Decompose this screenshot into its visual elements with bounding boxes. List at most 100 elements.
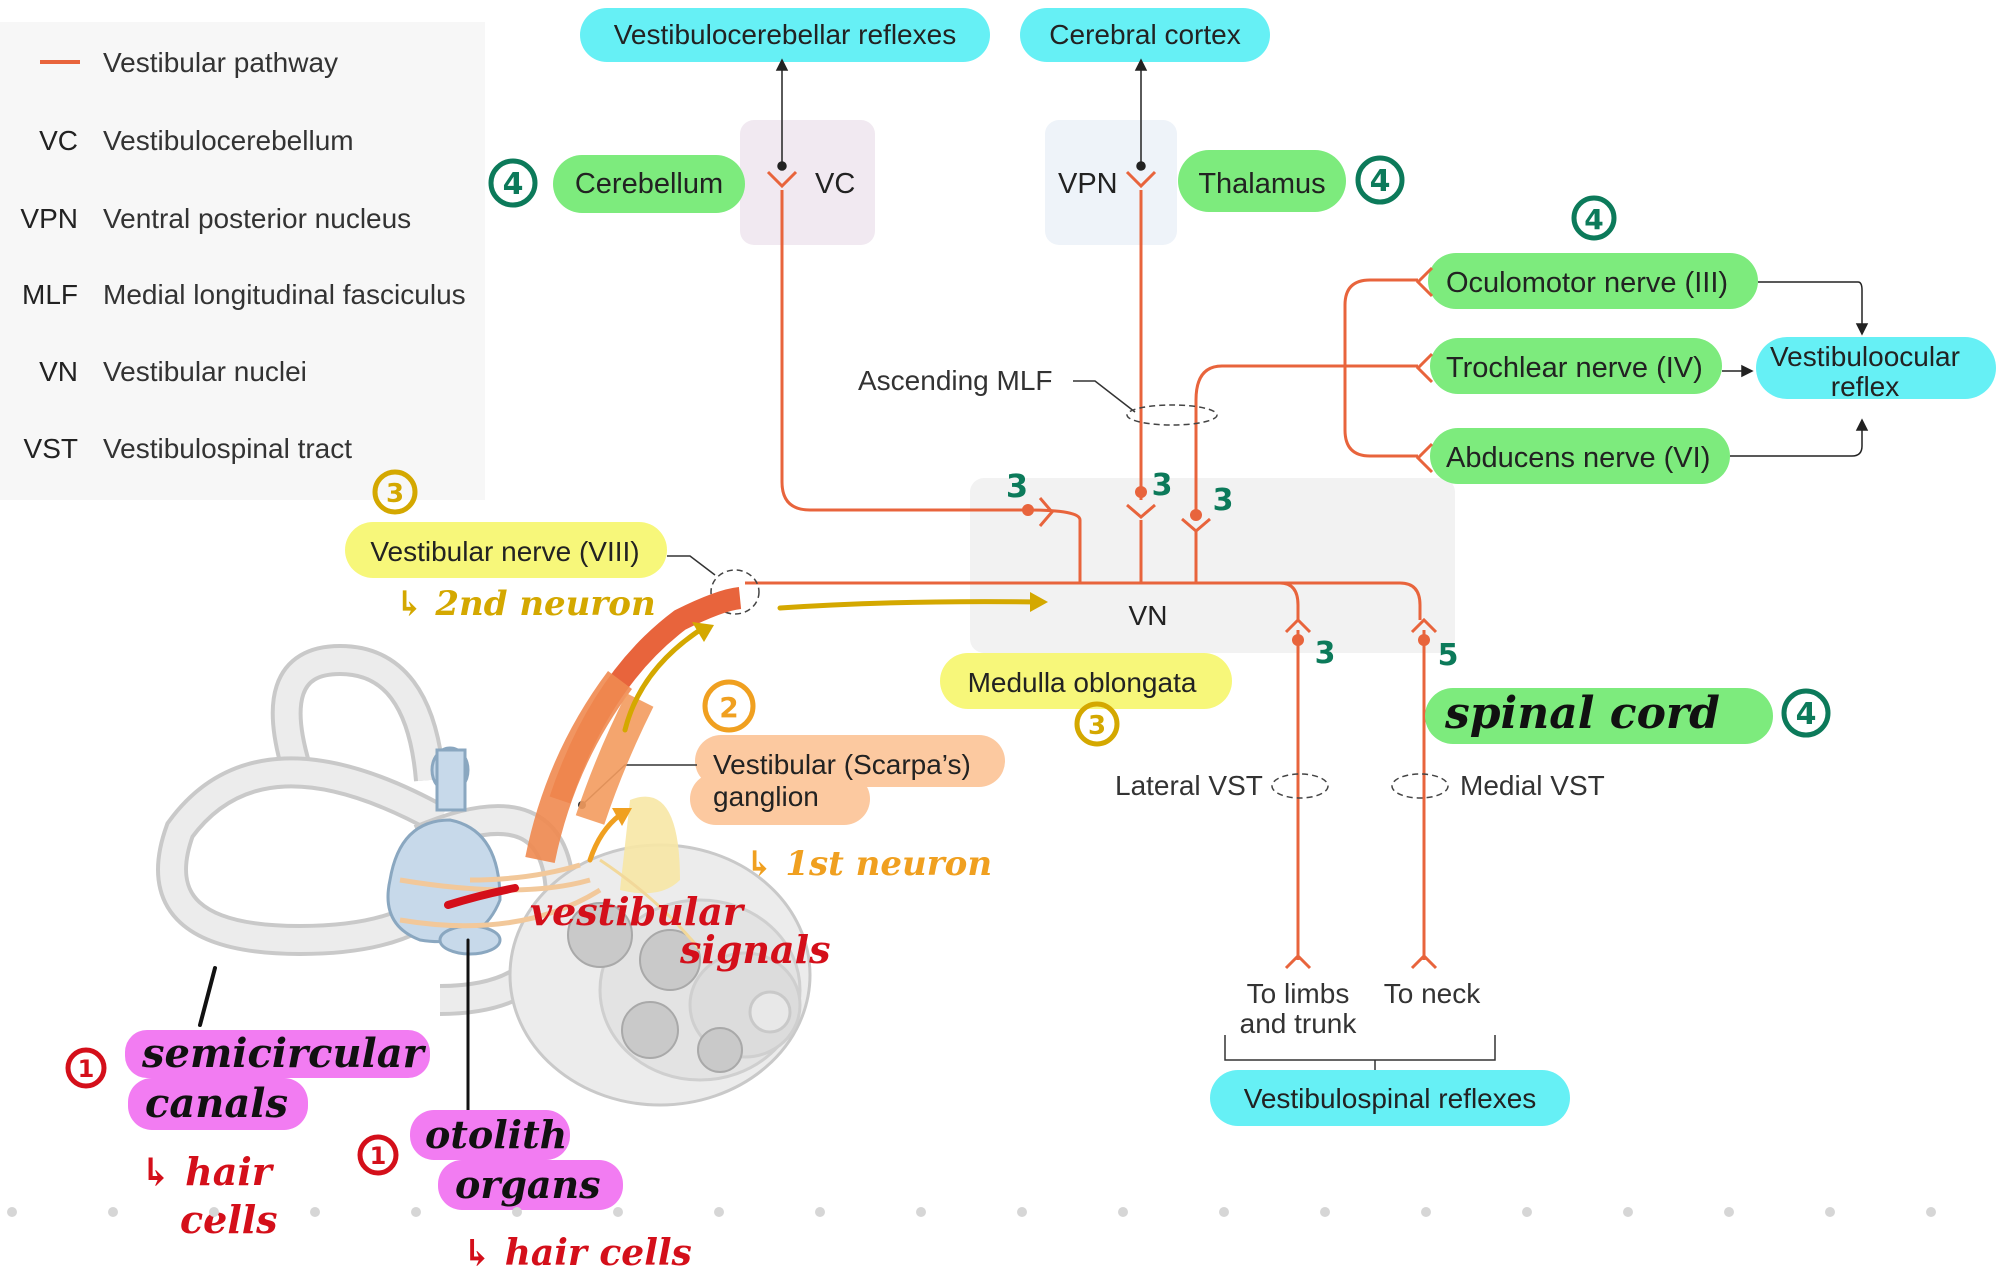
vc-region	[740, 120, 875, 245]
vestibular-nerve-box	[345, 522, 667, 578]
lateral-vst-marker	[1271, 773, 1329, 799]
vestibular-signals-note: signals	[679, 927, 830, 972]
ganglion-label: Vestibular (Scarpa’s)	[713, 749, 971, 780]
step-circle	[357, 1134, 399, 1176]
abducens-nerve-box	[1430, 428, 1730, 484]
cerebral-cortex-label: Cerebral cortex	[1049, 19, 1240, 50]
ganglion-label: ganglion	[713, 781, 819, 812]
step-number: 3	[1213, 483, 1234, 518]
thalamus-box	[1178, 150, 1346, 212]
separator-dot	[1522, 1207, 1532, 1217]
lateral-vst-label: Lateral VST	[1115, 770, 1263, 801]
medial-vst-label: Medial VST	[1460, 770, 1605, 801]
step-number: 3	[386, 479, 404, 509]
medulla-box	[940, 653, 1232, 709]
legend-abbr: MLF	[22, 279, 78, 310]
medial-vst-marker	[1391, 773, 1449, 799]
step-circle	[65, 1047, 107, 1089]
limbs-label: To limbs	[1247, 978, 1350, 1009]
thin-arrows	[775, 58, 1148, 171]
separator-dot	[1219, 1207, 1229, 1217]
step-circle	[1781, 688, 1831, 738]
vestibular-signals-note: vestibular	[530, 889, 746, 934]
step-number: 3	[1088, 711, 1106, 741]
separator-dot	[1623, 1207, 1633, 1217]
vpn-region	[1045, 120, 1177, 245]
ascending-mlf-marker	[1126, 404, 1218, 426]
vpn-label: VPN	[1058, 168, 1118, 200]
spinal-cord-box	[1425, 688, 1773, 744]
separator-dot	[1926, 1207, 1936, 1217]
legend-item-text: Medial longitudinal fasciculus	[103, 279, 466, 310]
step-circle	[1355, 155, 1405, 205]
separator-dot	[613, 1207, 623, 1217]
step-circle	[702, 679, 756, 733]
separator-dot	[1118, 1207, 1128, 1217]
legend-item-text: Vestibular nuclei	[103, 356, 307, 387]
otolith-highlight	[410, 1110, 570, 1160]
trochlear-nerve-box	[1430, 338, 1722, 394]
step-number: 4	[1370, 164, 1391, 199]
separator-dot	[1017, 1207, 1027, 1217]
limbs-label: and trunk	[1240, 1008, 1358, 1039]
synapse-dots	[1022, 486, 1430, 646]
separator-dot	[1421, 1207, 1431, 1217]
handwritten-arrows	[198, 592, 1048, 1112]
ascending-mlf-label: Ascending MLF	[858, 365, 1053, 396]
separator-dot	[108, 1207, 118, 1217]
legend-abbr: VC	[39, 125, 78, 156]
hair-cells-note: cells	[180, 1197, 278, 1242]
medulla-label: Medulla oblongata	[968, 667, 1197, 698]
oculomotor-nerve-box	[1428, 253, 1758, 309]
separator-dot	[1320, 1207, 1330, 1217]
semicircular-highlight	[128, 1078, 308, 1130]
hair-cells-note: ↳ hair cells	[462, 1232, 692, 1274]
ascending-mlf-leader	[1073, 380, 1136, 413]
first-neuron-note: ↳ 1st neuron	[745, 844, 992, 884]
separator-dot	[310, 1207, 320, 1217]
vestibuloocular-reflex-box	[1756, 337, 1996, 399]
vestibulocerebellar-reflexes-box	[580, 8, 990, 62]
vestibuloocular-reflex-label: reflex	[1831, 371, 1899, 402]
separator-dot	[1825, 1207, 1835, 1217]
separator-dot	[7, 1207, 17, 1217]
legend-item-text: Vestibulospinal tract	[103, 433, 352, 464]
ocular-arrows	[1722, 281, 1869, 457]
step-circle	[1074, 701, 1120, 747]
step-number: 4	[503, 167, 524, 202]
step-number: 2	[719, 691, 738, 724]
trochlear-nerve-label: Trochlear nerve (IV)	[1446, 352, 1703, 384]
vestibular-nerve-marker	[710, 569, 760, 615]
vestibulospinal-reflexes-box	[1210, 1070, 1570, 1126]
legend-item-text: Vestibulocerebellum	[103, 125, 354, 156]
second-neuron-note: ↳ 2nd neuron	[395, 584, 656, 624]
separator-dot	[714, 1207, 724, 1217]
vn-region	[970, 478, 1455, 653]
step-circle	[1571, 195, 1617, 241]
separator-dot	[916, 1207, 926, 1217]
otolith-note: organs	[455, 1162, 601, 1207]
vestibular-nerve-label: Vestibular nerve (VIII)	[370, 536, 639, 567]
step-number: 1	[78, 1055, 95, 1083]
legend-abbr: VPN	[20, 203, 78, 234]
thalamus-label: Thalamus	[1198, 168, 1325, 200]
legend-abbr: VN	[39, 356, 78, 387]
abducens-nerve-label: Abducens nerve (VI)	[1446, 442, 1710, 474]
vc-label: VC	[815, 168, 855, 200]
step-number: 1	[370, 1142, 387, 1170]
dot-row	[7, 1207, 1936, 1217]
otolith-note: otolith	[425, 1112, 567, 1157]
otolith-highlight	[438, 1160, 623, 1210]
hair-cells-note: ↳ hair	[140, 1149, 275, 1194]
step-numbers: 4 4 4 4 3 3 3 3 5 3 3 2 1 1	[65, 155, 1831, 1176]
neck-label: To neck	[1384, 978, 1481, 1009]
separator-dot	[209, 1207, 219, 1217]
step-number: 3	[1315, 636, 1336, 671]
separator-dot	[1724, 1207, 1734, 1217]
legend: Vestibular pathway VC Vestibulocerebellu…	[20, 47, 465, 464]
spinal-cord-label: spinal cord	[1444, 688, 1720, 739]
step-circle	[488, 158, 538, 208]
oculomotor-nerve-label: Oculomotor nerve (III)	[1446, 267, 1728, 299]
vn-label: VN	[1129, 600, 1168, 631]
